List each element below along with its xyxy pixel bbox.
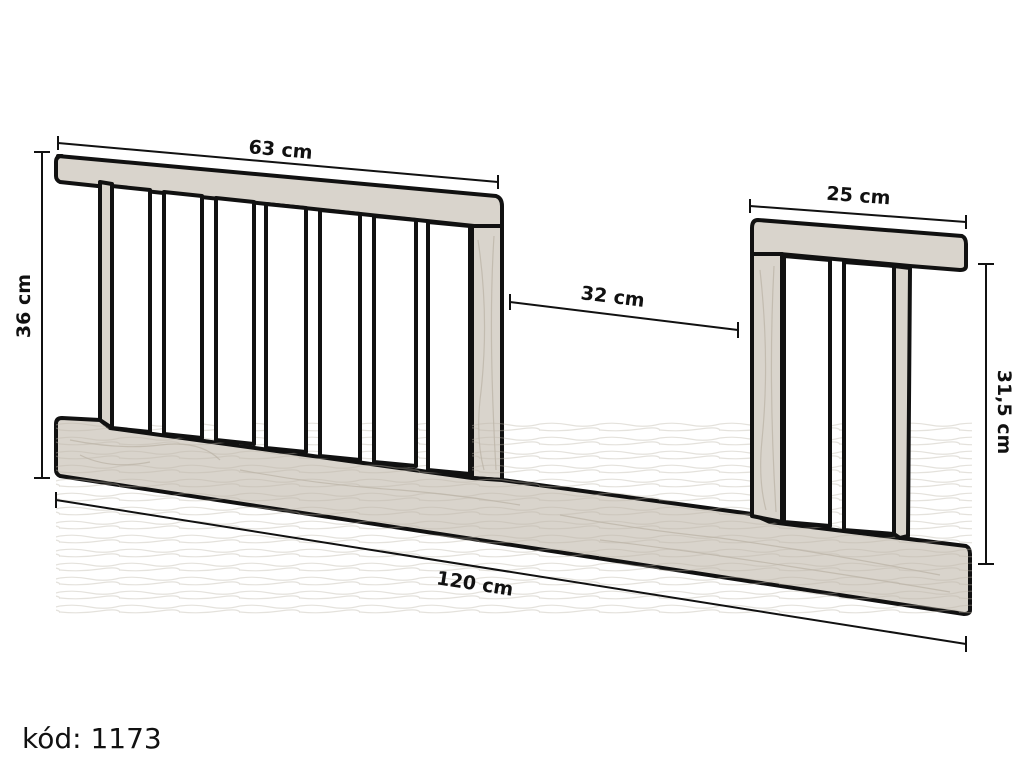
bottom-board <box>54 416 972 618</box>
right-top-rail <box>750 218 968 272</box>
dimension-right-height: 31,5 cm <box>978 263 1015 565</box>
product-code: kód: 1173 <box>22 722 162 755</box>
dimension-left-height-label: 36 cm <box>13 274 35 338</box>
dimension-right-width-label: 25 cm <box>826 183 892 210</box>
right-end-post <box>750 252 784 524</box>
left-top-rail <box>54 154 504 228</box>
dimension-right-height-label: 31,5 cm <box>993 370 1015 455</box>
dimension-left-height: 36 cm <box>13 151 50 479</box>
right-outer-post <box>892 264 912 540</box>
left-outer-post <box>98 180 114 430</box>
left-slat-openings <box>110 184 472 476</box>
dimension-right-width: 25 cm <box>749 183 967 229</box>
dimension-gap-width-label: 32 cm <box>580 282 646 312</box>
dimension-gap-width: 32 cm <box>509 282 739 338</box>
